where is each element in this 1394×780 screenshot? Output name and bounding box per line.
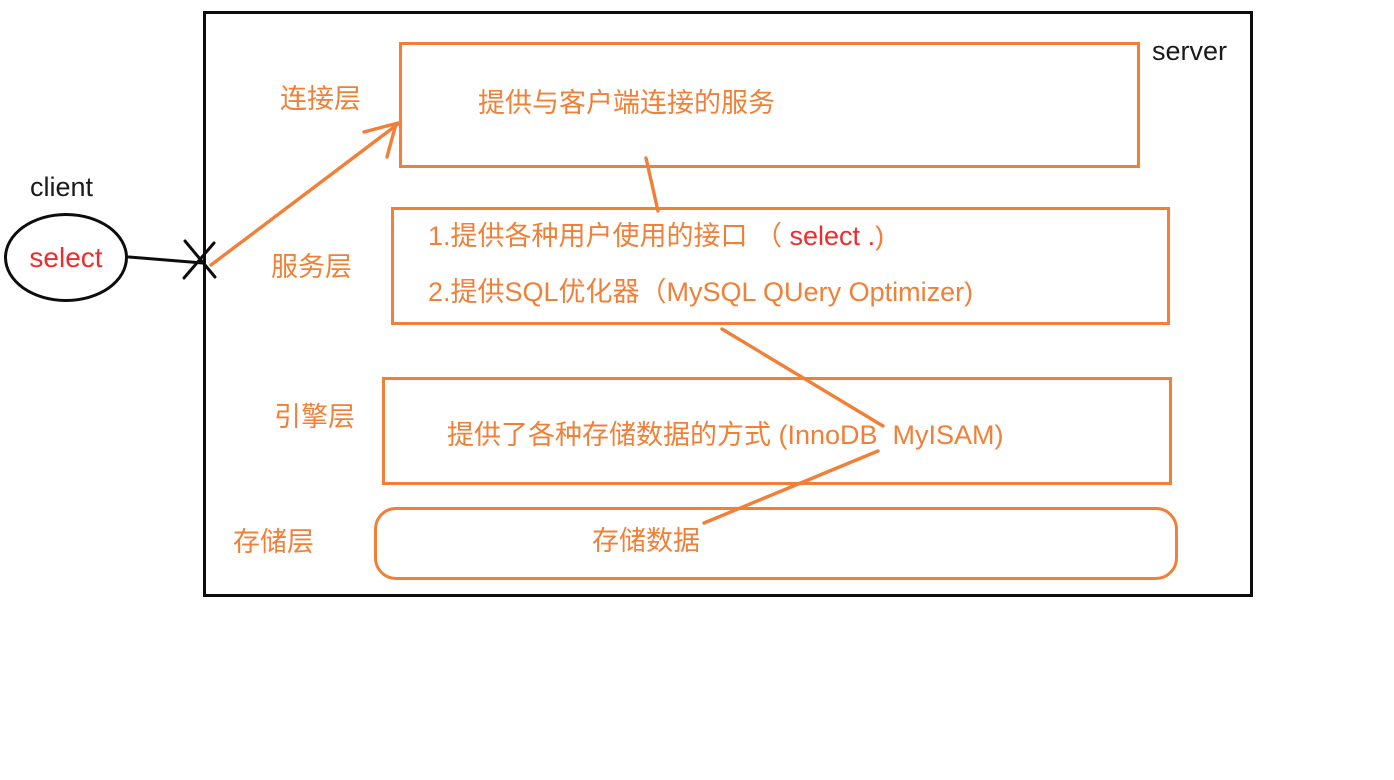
service-layer-line1: 1.提供各种用户使用的接口 （ select .) [428,221,884,252]
connection-layer-text: 提供与客户端连接的服务 [478,88,775,118]
engine-layer-text: 提供了各种存储数据的方式 (InnoDB MyISAM) [447,420,1004,450]
client-query-text: select [29,241,103,273]
client-ellipse: select [4,213,128,302]
client-label: client [30,172,94,202]
server-label: server [1152,36,1228,66]
storage-layer-text: 存储数据 [592,526,700,556]
service-line1-select-keyword: select . [789,221,876,251]
service-layer-line2: 2.提供SQL优化器（MySQL QUery Optimizer) [428,277,974,307]
layer-label-engine: 引擎层 [274,402,355,432]
storage-layer-box [374,507,1178,580]
layer-label-service: 服务层 [271,252,352,282]
service-line1-suffix: ) [875,221,885,251]
server-boundary-box [203,11,1253,597]
connection-layer-box [399,42,1140,168]
service-line1-prefix: 1.提供各种用户使用的接口 （ [428,221,790,251]
layer-label-connection: 连接层 [280,84,361,114]
layer-label-storage: 存储层 [233,527,314,557]
